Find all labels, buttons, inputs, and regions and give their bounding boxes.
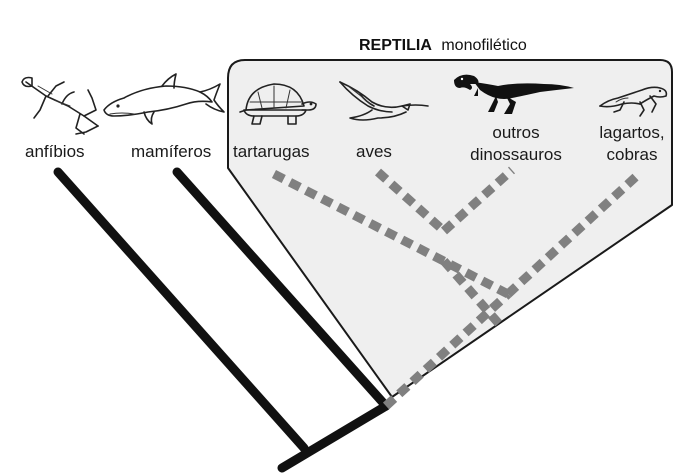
clade-title: REPTILIA monofilético — [359, 37, 527, 54]
taxon-label-anfibios: anfíbios — [25, 142, 85, 161]
clade-descriptor: monofilético — [441, 37, 526, 54]
taxon-label-cobras: cobras — [606, 145, 657, 164]
taxon-label-dinossauros: dinossauros — [470, 145, 562, 164]
taxon-label-outros: outros — [492, 123, 539, 142]
taxon-label-mamiferos: mamíferos — [131, 142, 211, 161]
frog-icon — [22, 78, 98, 135]
taxon-label-lagartos: lagartos, — [599, 123, 664, 142]
clade-name: REPTILIA — [359, 37, 432, 54]
taxon-label-aves: aves — [356, 142, 392, 161]
dolphin-icon — [104, 74, 224, 124]
taxon-label-tartarugas: tartarugas — [233, 142, 310, 161]
